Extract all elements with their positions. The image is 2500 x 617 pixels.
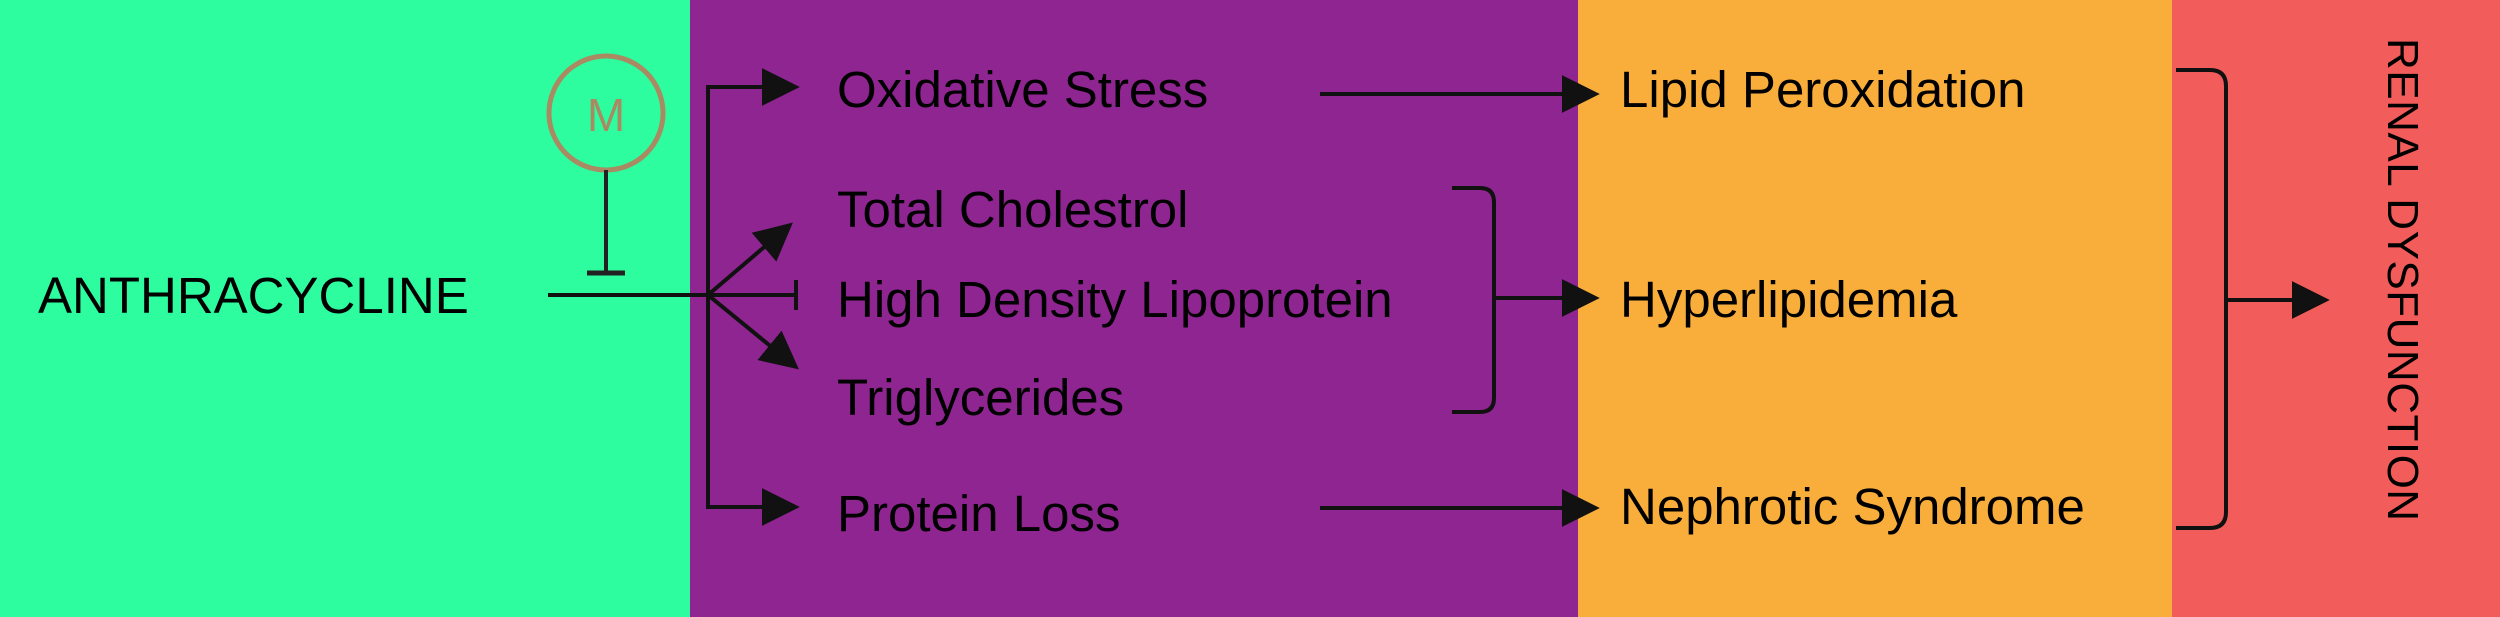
source-panel [0, 0, 690, 617]
effect-hdl: High Density Lipoprotein [837, 271, 1393, 328]
consequence-nephrotic-syndrome: Nephrotic Syndrome [1620, 478, 2085, 535]
effect-triglycerides: Triglycerides [837, 369, 1125, 426]
effects-panel [690, 0, 1578, 617]
effect-total-cholesterol: Total Cholestrol [837, 181, 1189, 238]
arrow-to-triglycerides [706, 293, 799, 370]
outcome-label: RENAL DYSFUNCTION [2378, 38, 2427, 522]
consequence-lipid-peroxidation: Lipid Peroxidation [1620, 61, 2026, 118]
outcome-bracket [2176, 68, 2228, 530]
source-label: ANTHRACYCLINE [38, 267, 469, 324]
modulator-letter: M [587, 89, 625, 141]
consequence-hyperlipidemia: Hyperlipidemia [1620, 271, 1958, 328]
arrow-to-total-cholesterol [706, 222, 793, 297]
lipid-bracket [1452, 186, 1496, 414]
effect-protein-loss: Protein Loss [837, 485, 1121, 542]
effect-oxidative-stress: Oxidative Stress [837, 61, 1209, 118]
consequences-panel [1578, 0, 2172, 617]
